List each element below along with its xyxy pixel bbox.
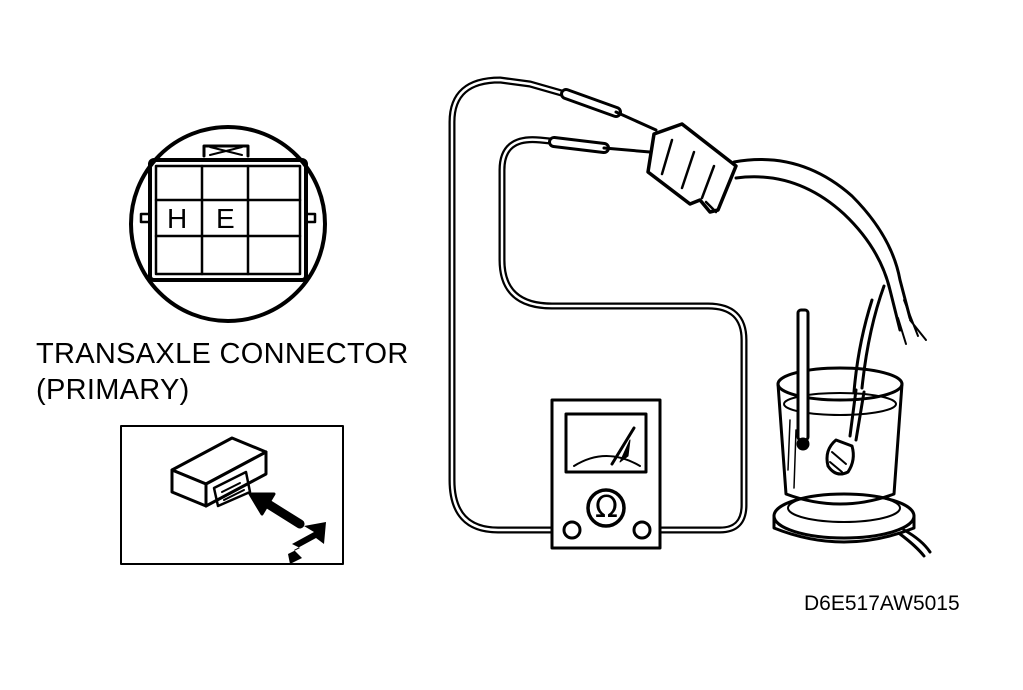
test-leads [448,76,748,534]
ohmmeter [550,398,662,550]
beaker-assembly [772,308,932,558]
connector-caption-line2: (PRIMARY) [36,374,190,406]
harness-wires [732,158,927,394]
sensor-harness-connector [646,122,738,214]
pin-label-h: H [167,203,188,234]
pin-label-e: E [216,203,235,234]
ohm-symbol: Ω [595,490,618,525]
figure-code: D6E517AW5015 [804,592,960,615]
connector-caption-line1: TRANSAXLE CONNECTOR [36,338,409,370]
connector-pictogram [120,425,344,565]
connector-face-inset [129,125,327,323]
